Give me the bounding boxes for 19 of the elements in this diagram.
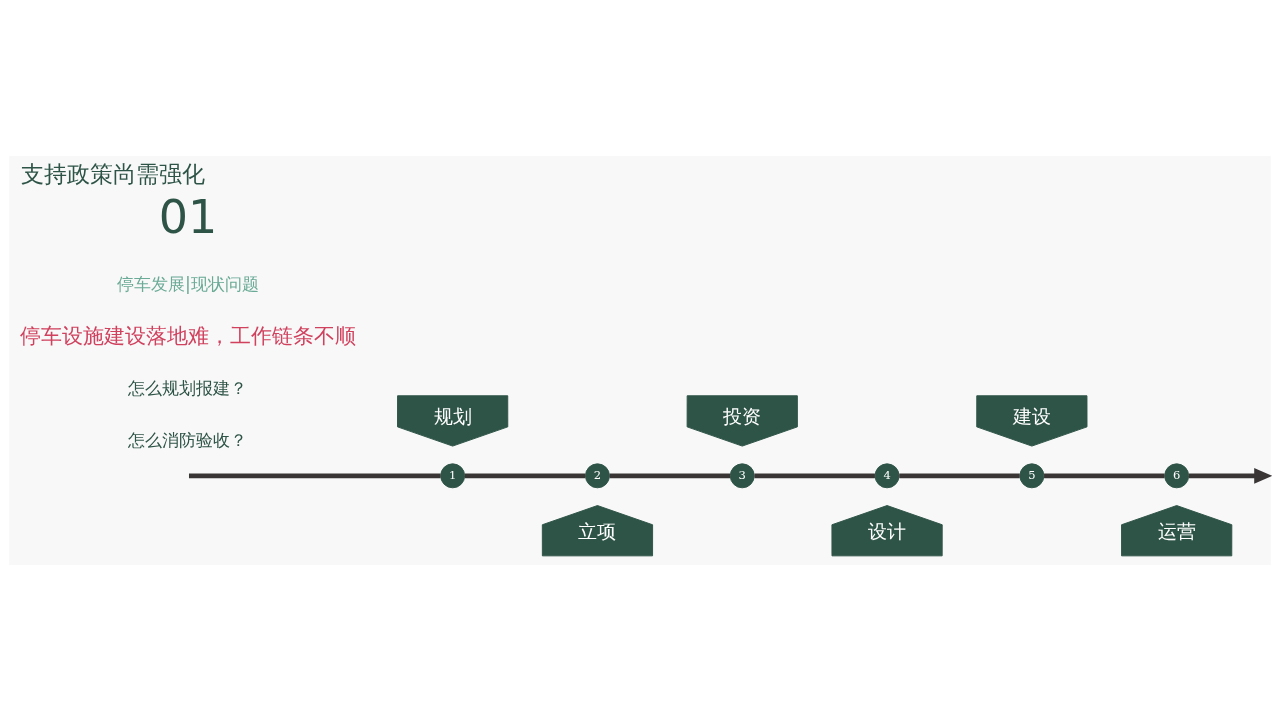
connector [189, 472, 441, 478]
label: 01 [158, 189, 218, 244]
connector [1044, 472, 1165, 478]
node-circle: 5 [1019, 462, 1045, 488]
diagram-title: 支持政策尚需强化 [21, 160, 206, 187]
label: 怎么消防验收？ [128, 430, 248, 450]
connector [754, 472, 875, 478]
node-circle: 1 [440, 462, 466, 488]
label: 停车设施建设落地难，工作链条不顺 [19, 322, 356, 348]
arrow [1188, 467, 1272, 484]
node-circle: 3 [729, 462, 755, 488]
connector [899, 472, 1020, 478]
node-circle: 4 [874, 462, 900, 488]
node-circle: 2 [585, 462, 610, 488]
label: 停车发展|现状问题 [117, 273, 259, 294]
connector [609, 472, 731, 478]
connector [464, 472, 586, 478]
node-circle: 6 [1164, 462, 1190, 488]
label: 怎么规划报建？ [128, 378, 248, 398]
